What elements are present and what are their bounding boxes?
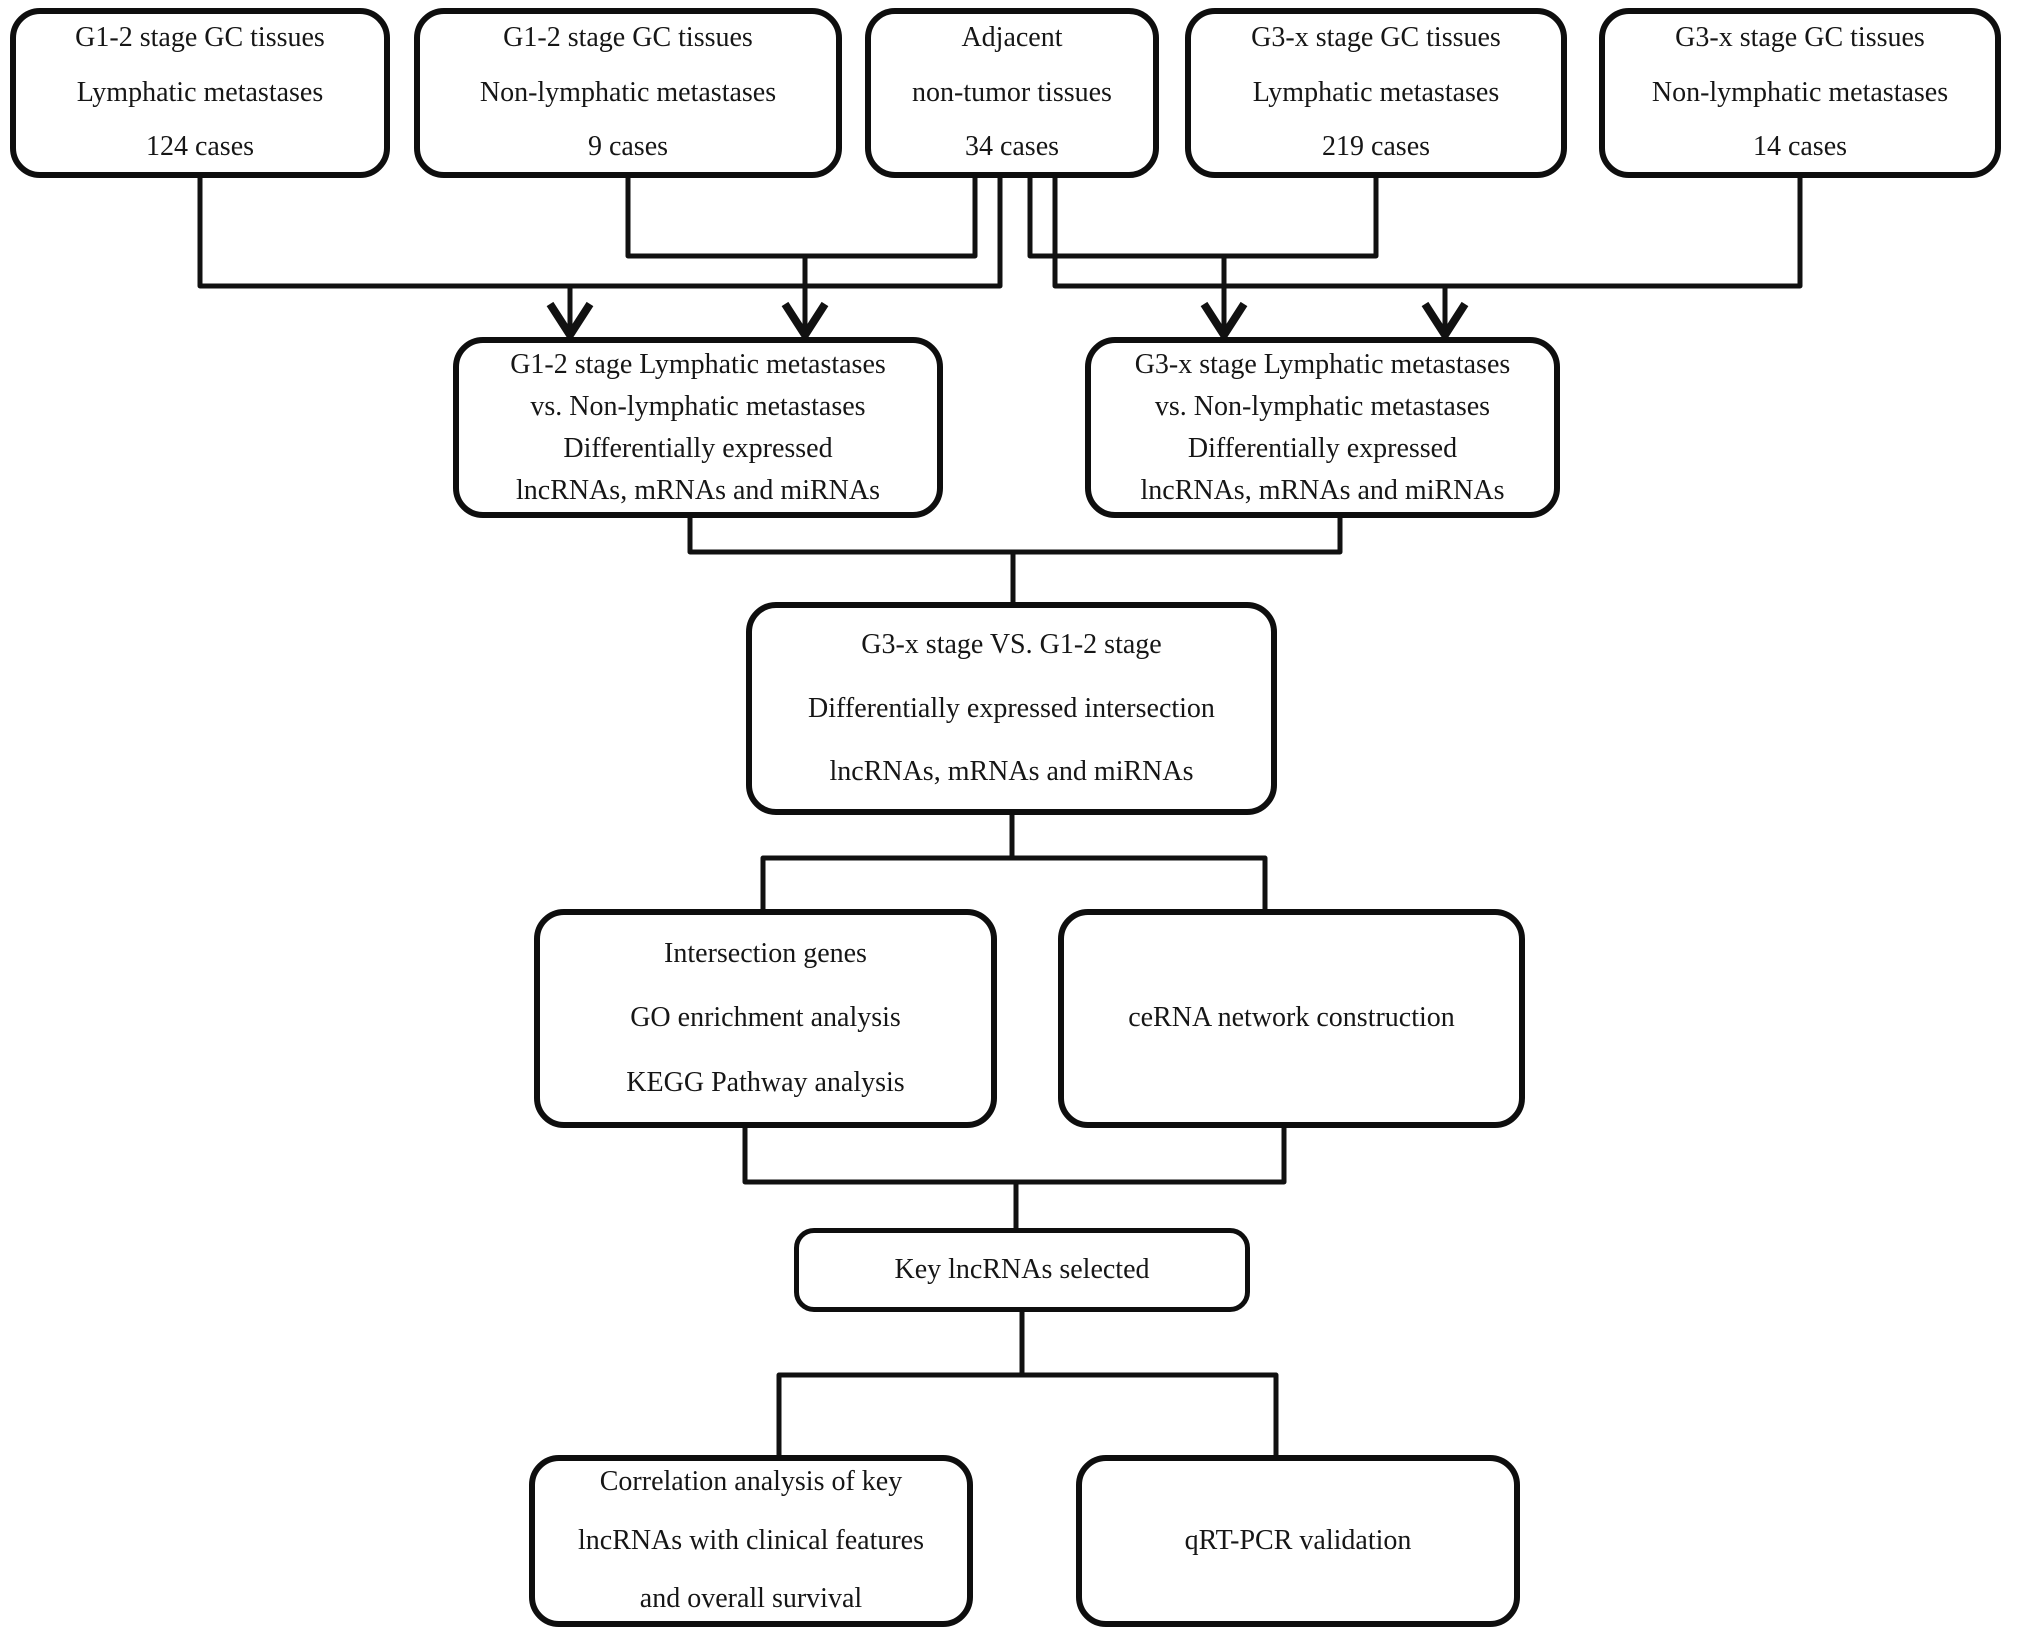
arrowhead-icon (546, 301, 594, 343)
down-arrow-g12-comparison-2 (781, 256, 829, 343)
arrowhead-icon (781, 301, 829, 343)
node-adjacent-nontumor-tissues: Adjacent non-tumor tissues 34 cases (865, 8, 1159, 178)
node-g12-lymphatic-tissues: G1-2 stage GC tissues Lymphatic metastas… (10, 8, 390, 178)
node-stage-intersection-label: G3-x stage VS. G1-2 stage Differentially… (808, 628, 1215, 788)
connector-right-upper-rail (1027, 178, 1379, 259)
node-qrtpcr-validation: qRT-PCR validation (1076, 1455, 1520, 1627)
down-arrow-g3x-comparison-1 (1200, 256, 1248, 343)
connector-left-lower-rail (197, 178, 1003, 289)
node-g3x-nonlymphatic-tissues-label: G3-x stage GC tissues Non-lymphatic meta… (1651, 22, 1949, 163)
connector-comparisons-merge-rail (687, 518, 1343, 555)
node-g12-comparison-label: G1-2 stage Lymphatic metastases vs. Non-… (510, 348, 886, 506)
down-arrow-g12-comparison-1 (546, 286, 594, 343)
node-g3x-lymphatic-tissues-label: G3-x stage GC tissues Lymphatic metastas… (1251, 22, 1501, 163)
node-g3x-comparison-label: G3-x stage Lymphatic metastases vs. Non-… (1134, 348, 1511, 506)
node-g12-nonlymphatic-tissues: G1-2 stage GC tissues Non-lymphatic meta… (414, 8, 842, 178)
node-go-kegg-analysis-label: Intersection genes GO enrichment analysi… (626, 937, 905, 1098)
connector-right-lower-rail (1052, 178, 1803, 289)
node-g3x-comparison: G3-x stage Lymphatic metastases vs. Non-… (1085, 337, 1560, 518)
connector-row3-split-rail (760, 855, 1268, 909)
node-cerna-network: ceRNA network construction (1058, 909, 1525, 1128)
node-stage-intersection: G3-x stage VS. G1-2 stage Differentially… (746, 602, 1277, 815)
node-g12-comparison: G1-2 stage Lymphatic metastases vs. Non-… (453, 337, 943, 518)
arrowhead-icon (1200, 301, 1248, 343)
node-adjacent-nontumor-tissues-label: Adjacent non-tumor tissues 34 cases (912, 22, 1112, 163)
node-g3x-nonlymphatic-tissues: G3-x stage GC tissues Non-lymphatic meta… (1599, 8, 2001, 178)
connector-left-upper-rail (625, 178, 978, 259)
node-qrtpcr-validation-label: qRT-PCR validation (1184, 1524, 1412, 1556)
node-correlation-survival-analysis-label: Correlation analysis of key lncRNAs with… (577, 1465, 924, 1615)
node-key-lncrnas-selected-label: Key lncRNAs selected (894, 1253, 1150, 1285)
down-arrow-g3x-comparison-2 (1421, 286, 1469, 343)
node-g3x-lymphatic-tissues: G3-x stage GC tissues Lymphatic metastas… (1185, 8, 1567, 178)
node-g12-nonlymphatic-tissues-label: G1-2 stage GC tissues Non-lymphatic meta… (479, 22, 777, 163)
node-cerna-network-label: ceRNA network construction (1128, 1002, 1455, 1034)
node-go-kegg-analysis: Intersection genes GO enrichment analysi… (534, 909, 997, 1128)
arrowhead-icon (1421, 301, 1469, 343)
node-correlation-survival-analysis: Correlation analysis of key lncRNAs with… (529, 1455, 973, 1627)
node-g12-lymphatic-tissues-label: G1-2 stage GC tissues Lymphatic metastas… (75, 22, 325, 163)
connector-row4-merge-rail (742, 1128, 1287, 1185)
node-key-lncrnas-selected: Key lncRNAs selected (794, 1228, 1250, 1312)
connector-row5-split-rail (776, 1372, 1279, 1455)
